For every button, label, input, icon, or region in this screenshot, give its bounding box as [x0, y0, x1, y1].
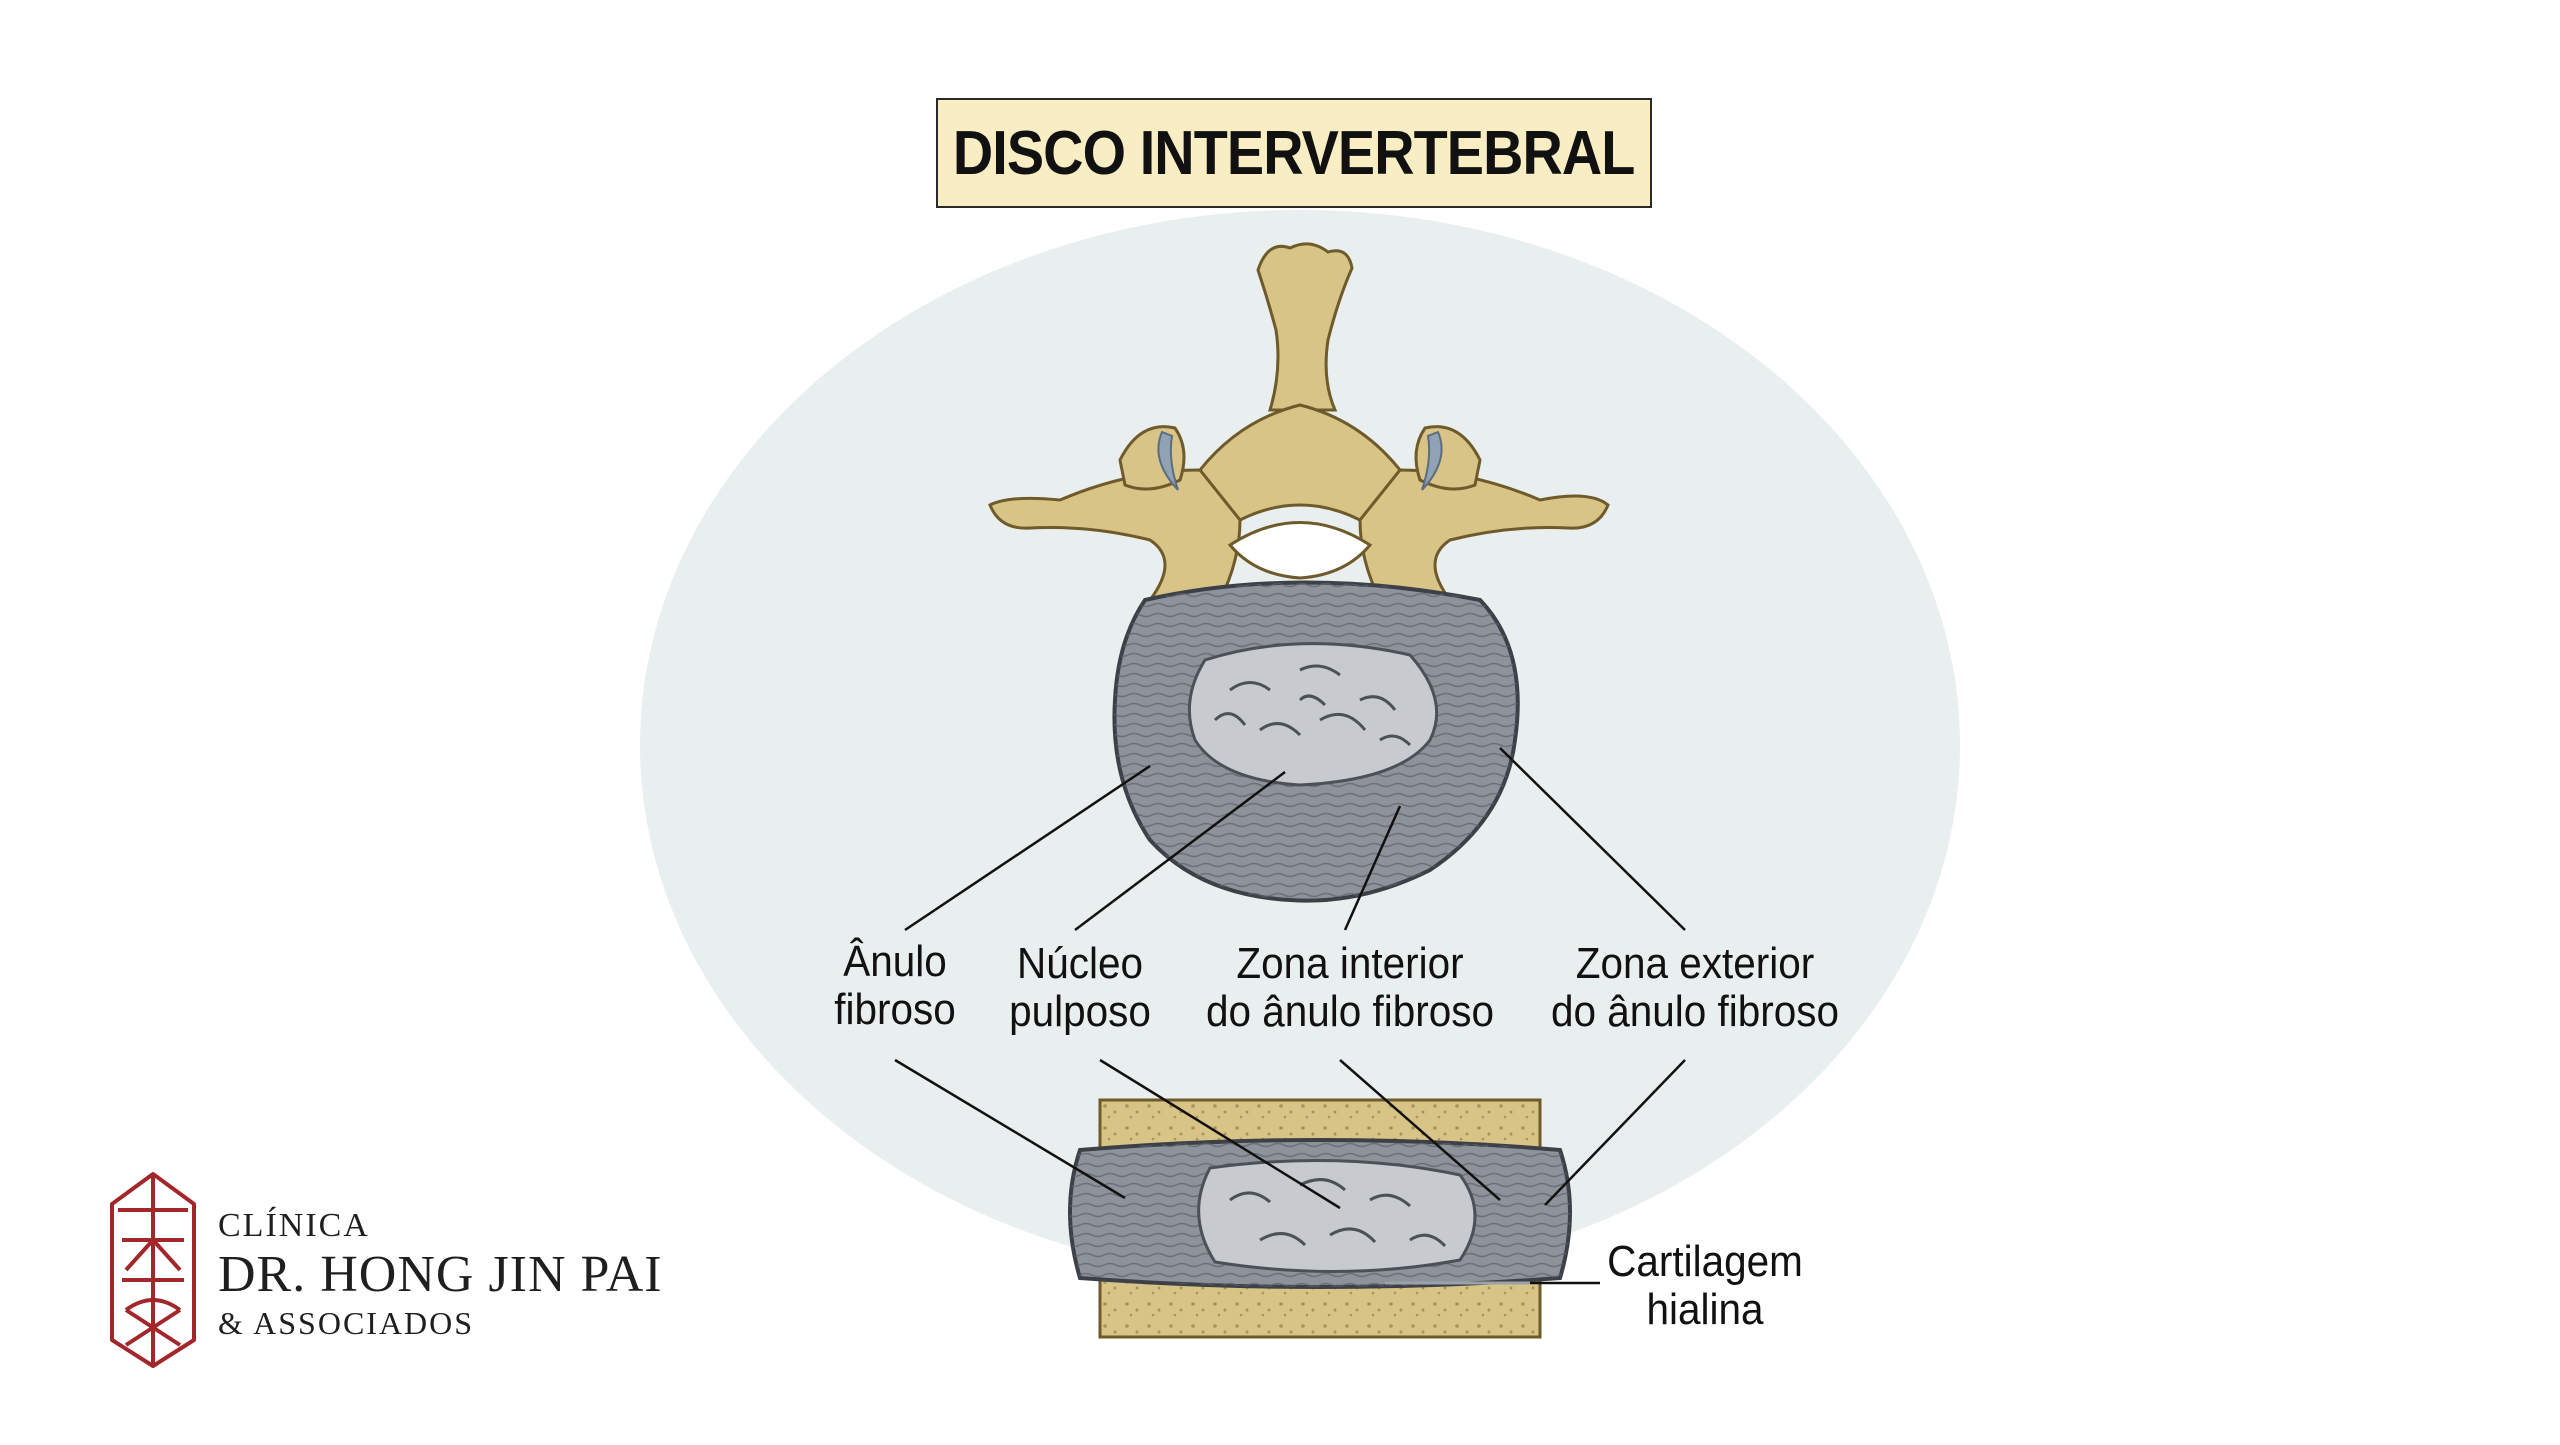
- disc-side-view: [1070, 1100, 1570, 1337]
- logo-line1: CLÍNICA: [218, 1206, 663, 1246]
- title-box: DISCO INTERVERTEBRAL: [936, 98, 1652, 208]
- clinic-logo-text: CLÍNICA DR. HONG JIN PAI & ASSOCIADOS: [218, 1206, 663, 1342]
- label-zona-exterior: Zona exterior do ânulo fibroso: [1543, 940, 1847, 1036]
- label-zona-interior: Zona interior do ânulo fibroso: [1203, 940, 1497, 1036]
- label-cartilagem-hialina: Cartilagem hialina: [1599, 1238, 1811, 1334]
- clinic-logo-mark-icon: [108, 1170, 198, 1370]
- diagram-title: DISCO INTERVERTEBRAL: [953, 118, 1635, 189]
- logo-line2: DR. HONG JIN PAI: [218, 1246, 663, 1304]
- label-anulo-fibroso: Ânulo fibroso: [821, 938, 968, 1034]
- clinic-logo: CLÍNICA DR. HONG JIN PAI & ASSOCIADOS: [108, 1170, 668, 1370]
- logo-line3: & ASSOCIADOS: [218, 1304, 663, 1342]
- label-nucleo-pulposo: Núcleo pulposo: [993, 940, 1168, 1036]
